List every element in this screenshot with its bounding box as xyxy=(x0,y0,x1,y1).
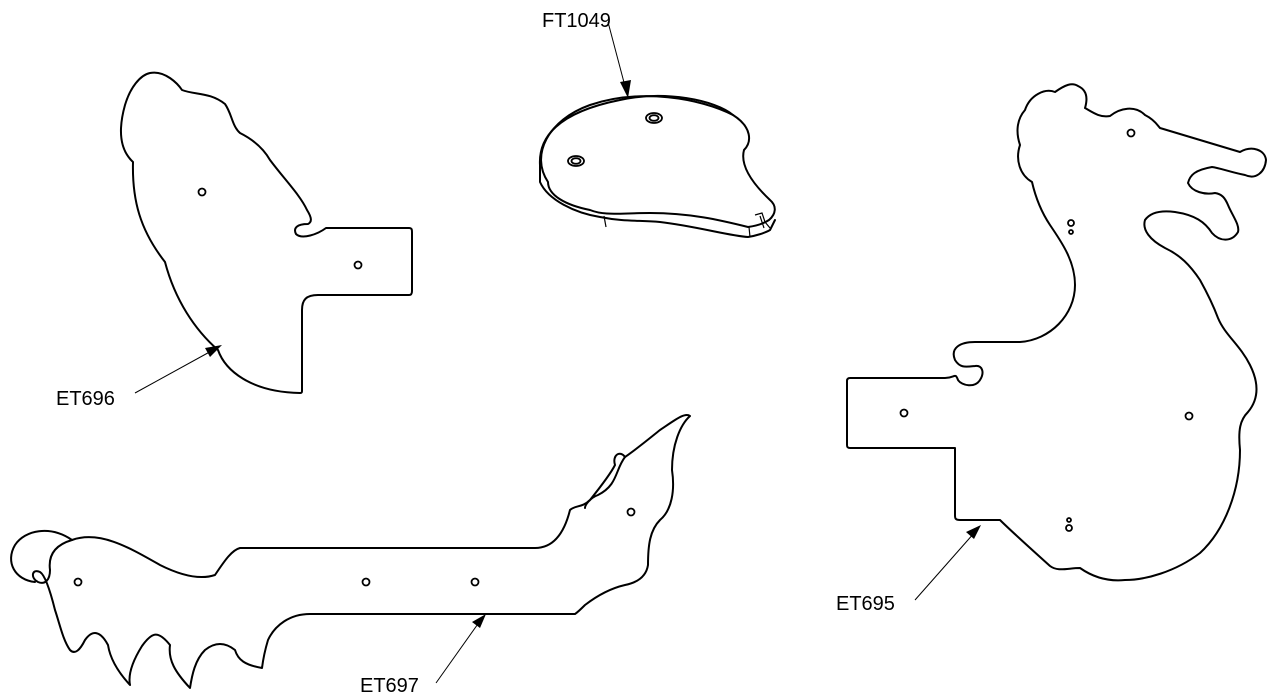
part-ft1049-thickness xyxy=(539,164,776,238)
part-et695-hole xyxy=(1067,219,1075,227)
et695-leader-line xyxy=(914,531,976,601)
part-et695-hole xyxy=(1068,229,1074,235)
part-ft1049-hole-inner xyxy=(570,157,582,165)
et696-leader-line xyxy=(134,348,216,394)
part-et697 xyxy=(10,414,691,689)
part-et695-hole xyxy=(899,408,909,418)
et696-label: ET696 xyxy=(56,388,115,410)
et697-label: ET697 xyxy=(360,675,419,697)
part-et695-hole xyxy=(1184,411,1194,421)
part-et697-hole xyxy=(470,577,480,587)
ft1049-arrowhead xyxy=(620,80,631,98)
part-et696-hole xyxy=(353,260,363,270)
et695-label: ET695 xyxy=(836,593,895,615)
part-et695-outline xyxy=(846,83,1267,582)
et696-callout: ET696 xyxy=(56,345,222,410)
part-et697-curl xyxy=(10,529,73,583)
part-ft1049-hole-inner xyxy=(648,114,660,122)
part-ft1049-edge xyxy=(603,215,607,228)
part-et697-hole xyxy=(73,577,83,587)
et697-leader-line xyxy=(435,620,481,684)
part-ft1049-slot xyxy=(754,212,771,229)
part-et697-outline xyxy=(32,414,691,689)
part-et697-crest xyxy=(584,456,626,509)
part-et695 xyxy=(846,83,1267,582)
part-ft1049-edge xyxy=(748,226,751,238)
part-ft1049-outline xyxy=(540,95,776,228)
et696-arrowhead xyxy=(205,345,222,357)
part-ft1049-top-edge xyxy=(538,94,734,166)
ft1049-callout: FT1049 xyxy=(542,10,631,98)
et695-arrowhead xyxy=(966,525,981,539)
part-et695-hole xyxy=(1126,128,1136,138)
part-et696-outline xyxy=(120,71,413,394)
part-et697-hole xyxy=(626,507,636,517)
et697-callout: ET697 xyxy=(360,614,486,697)
part-et695-hole xyxy=(1066,517,1072,523)
part-et696-hole xyxy=(197,187,207,197)
part-et696 xyxy=(120,71,413,394)
ft1049-label: FT1049 xyxy=(542,10,611,32)
et697-arrowhead xyxy=(472,614,486,628)
ft1049-leader-line xyxy=(607,21,627,91)
et695-callout: ET695 xyxy=(836,525,981,615)
part-et697-hole xyxy=(361,577,371,587)
part-ft1049 xyxy=(538,94,776,238)
part-et695-hole xyxy=(1065,524,1073,532)
